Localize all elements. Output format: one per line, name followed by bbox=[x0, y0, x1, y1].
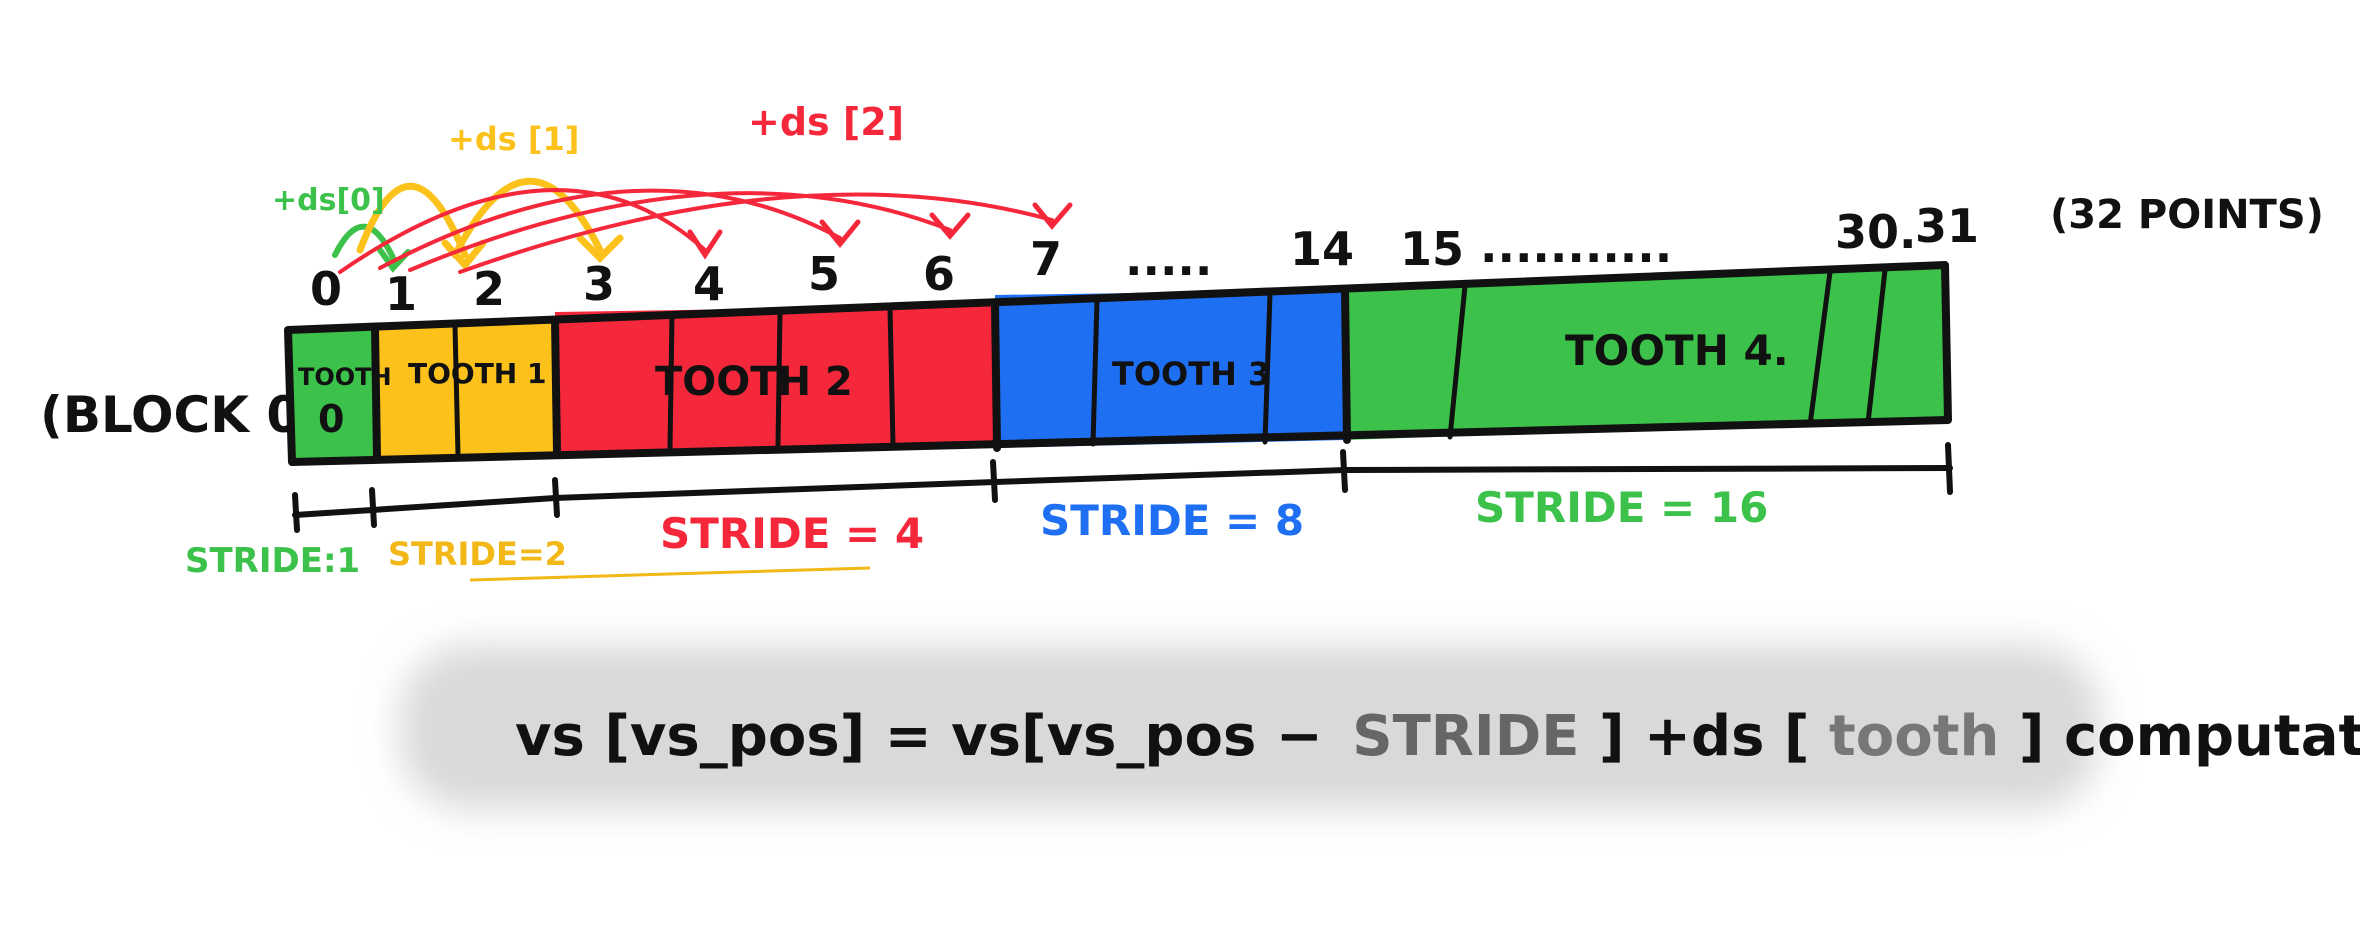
arrowhead-ds2-a bbox=[687, 229, 723, 260]
formula-tooth: tooth bbox=[1829, 704, 1999, 769]
point-label-3: 3 bbox=[583, 257, 615, 311]
stride-label-1: STRIDE:1 bbox=[185, 541, 360, 581]
tooth-3-label: TOOTH 3 bbox=[1112, 355, 1270, 393]
arrowhead-ds1-a bbox=[441, 239, 487, 271]
arc-label-ds2: +ds [2] bbox=[748, 100, 904, 144]
arrowhead-ds1-b bbox=[576, 234, 624, 263]
point-label-31: 31 bbox=[1915, 199, 1979, 253]
ds-arcs bbox=[332, 177, 1073, 274]
formula-text: vs [vs_pos] = vs[vs_pos − STRIDE ] +ds [… bbox=[515, 704, 2360, 769]
arc-ds1-a bbox=[356, 182, 469, 259]
point-label-30: 30. bbox=[1835, 205, 1917, 259]
stride-ruler bbox=[292, 442, 1953, 533]
arrowhead-ds2-d bbox=[1032, 202, 1073, 230]
formula-stride: STRIDE bbox=[1352, 704, 1579, 769]
tooth-bar: TOOTH 0 TOOTH 1 TOOTH 2 TOOTH 3 TOOTH 4. bbox=[284, 261, 1952, 466]
stride-label-16: STRIDE = 16 bbox=[1475, 483, 1768, 532]
point-label-0: 0 bbox=[310, 262, 342, 316]
arc-ds0 bbox=[332, 223, 398, 265]
ellipsis-right: ........... bbox=[1480, 219, 1672, 273]
tooth-0-fill bbox=[288, 330, 375, 462]
block-label: (BLOCK 0) bbox=[40, 386, 324, 444]
arc-ds2-b bbox=[378, 188, 842, 270]
point-label-2: 2 bbox=[473, 262, 505, 316]
stride-2-underline bbox=[469, 566, 871, 582]
bar-outline bbox=[284, 261, 1952, 466]
point-label-5: 5 bbox=[808, 247, 840, 301]
point-numbers: 0 1 2 3 4 5 6 7 ..... 14 15 ........... … bbox=[310, 199, 1979, 321]
tooth-4-label: TOOTH 4. bbox=[1565, 326, 1789, 375]
tooth-1-fill bbox=[375, 320, 555, 458]
arc-ds1-b bbox=[451, 177, 604, 259]
point-label-14: 14 bbox=[1290, 222, 1354, 276]
stride-label-2: STRIDE=2 bbox=[388, 535, 567, 573]
stride-labels: STRIDE:1 STRIDE=2 STRIDE = 4 STRIDE = 8 … bbox=[185, 483, 1768, 581]
arc-ds2-c bbox=[408, 191, 952, 272]
formula-part-3: ] computation bbox=[2019, 704, 2360, 769]
stride-label-8: STRIDE = 8 bbox=[1040, 496, 1304, 545]
arrowhead-ds2-b bbox=[819, 219, 861, 248]
tooth-0-label: TOOTH bbox=[298, 363, 392, 391]
tooth-2-label: TOOTH 2 bbox=[655, 359, 853, 405]
formula-banner-background bbox=[400, 645, 2100, 810]
point-label-15: 15 bbox=[1400, 222, 1464, 276]
tooth-3-fill bbox=[995, 290, 1345, 448]
formula-part-1: vs [vs_pos] = vs[vs_pos − bbox=[515, 704, 1323, 769]
point-label-1: 1 bbox=[385, 267, 417, 321]
tooth-0-label-number: 0 bbox=[318, 397, 344, 441]
point-label-7: 7 bbox=[1030, 232, 1062, 286]
tooth-boundaries bbox=[371, 286, 1351, 462]
arc-label-ds0: +ds[0] bbox=[272, 183, 385, 218]
arc-ds2-a bbox=[338, 188, 707, 274]
points-count-label: (32 POINTS) bbox=[2050, 192, 2324, 238]
stride-label-4: STRIDE = 4 bbox=[660, 509, 924, 558]
tooth-4-fill bbox=[1345, 262, 1950, 440]
formula-part-2: ] +ds [ bbox=[1599, 704, 1810, 769]
point-label-4: 4 bbox=[693, 257, 725, 311]
arc-label-ds1: +ds [1] bbox=[448, 120, 579, 158]
arrowhead-ds2-c bbox=[929, 212, 971, 240]
ellipsis-middle: ..... bbox=[1125, 232, 1212, 286]
tooth-2-fill bbox=[555, 305, 995, 452]
point-label-6: 6 bbox=[923, 247, 955, 301]
arc-ds2-d bbox=[458, 192, 1054, 274]
point-dividers bbox=[452, 267, 1888, 458]
tooth-1-label: TOOTH 1 bbox=[408, 357, 546, 390]
